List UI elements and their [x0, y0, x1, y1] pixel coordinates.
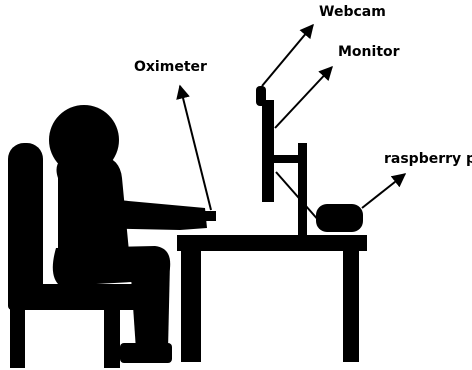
monitor-cable	[275, 171, 321, 223]
webcam-label: Webcam	[319, 4, 386, 20]
person-foot	[120, 343, 172, 363]
oximeter-label: Oximeter	[134, 59, 207, 75]
raspberry-pi-device	[316, 204, 363, 232]
desk-right-leg	[343, 250, 359, 362]
webcam-device	[256, 86, 266, 106]
person-shin	[130, 262, 170, 350]
monitor-stand-arm	[272, 155, 306, 163]
raspberry-pi-label: raspberry pi	[384, 151, 472, 167]
desk-top	[177, 235, 367, 251]
chair-backrest	[8, 143, 43, 305]
oximeter-arrow	[176, 84, 212, 211]
monitor	[262, 100, 321, 236]
webcam-arrow	[261, 23, 314, 87]
person-arm	[90, 198, 207, 230]
oximeter-device	[198, 211, 216, 221]
desk-left-leg	[181, 250, 201, 362]
chair-rear-leg	[10, 306, 25, 368]
monitor-screen	[262, 100, 274, 202]
raspberry-pi-arrow	[361, 173, 407, 209]
monitor-arrow	[274, 65, 333, 129]
monitor-stand-pole	[298, 143, 307, 236]
monitor-label: Monitor	[338, 44, 400, 60]
person	[49, 105, 207, 363]
chair-front-leg	[104, 306, 120, 368]
chair	[8, 143, 138, 368]
annotation-arrows	[176, 23, 407, 211]
desk	[177, 235, 367, 362]
chair-seat	[8, 284, 138, 310]
